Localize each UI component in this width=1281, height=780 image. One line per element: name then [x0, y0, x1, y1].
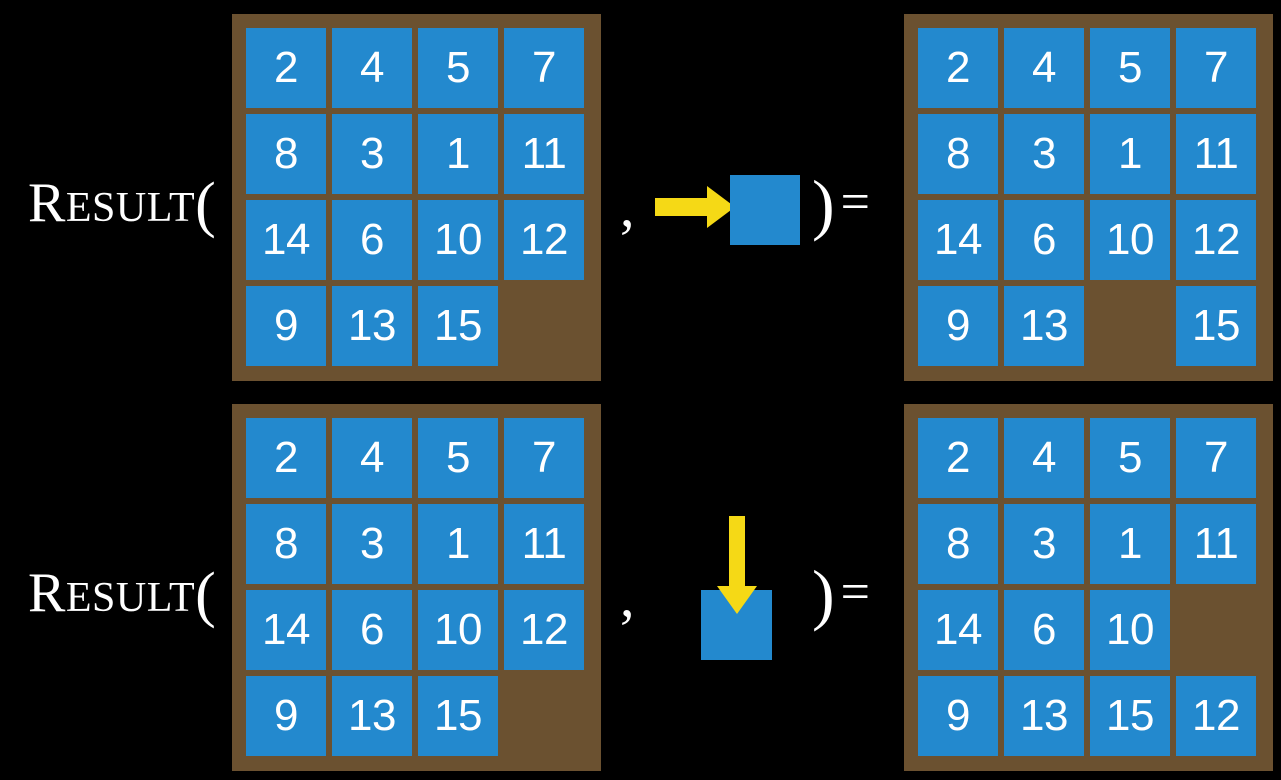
- input-board-row-1[interactable]: 2 4 5 7 8 3 1 11 14 6 10 12 9 13 15: [232, 14, 601, 381]
- open-paren-row-2: (: [195, 561, 217, 629]
- empty-slot[interactable]: [504, 286, 584, 366]
- empty-slot[interactable]: [1090, 286, 1170, 366]
- tile[interactable]: 15: [1176, 286, 1256, 366]
- tile[interactable]: 14: [246, 590, 326, 670]
- tile[interactable]: 10: [1090, 590, 1170, 670]
- tile[interactable]: 9: [918, 676, 998, 756]
- comma-row-2: ,: [620, 564, 635, 629]
- result-label-smallcaps-row-1: ESULT: [65, 185, 196, 231]
- tile[interactable]: 3: [332, 504, 412, 584]
- tile[interactable]: 2: [246, 28, 326, 108]
- tile[interactable]: 4: [332, 418, 412, 498]
- tile[interactable]: 7: [1176, 28, 1256, 108]
- tile[interactable]: 7: [504, 418, 584, 498]
- close-paren-equals-row-2: )=: [812, 560, 870, 628]
- tile[interactable]: 12: [1176, 200, 1256, 280]
- tile[interactable]: 7: [1176, 418, 1256, 498]
- tile[interactable]: 14: [918, 590, 998, 670]
- tile[interactable]: 10: [1090, 200, 1170, 280]
- tile[interactable]: 11: [1176, 504, 1256, 584]
- tile[interactable]: 13: [1004, 286, 1084, 366]
- tile[interactable]: 13: [332, 676, 412, 756]
- result-label-smallcaps-row-2: ESULT: [65, 575, 196, 621]
- tile[interactable]: 7: [504, 28, 584, 108]
- close-paren-row-2: ): [812, 556, 835, 632]
- tile[interactable]: 9: [918, 286, 998, 366]
- tile[interactable]: 5: [1090, 28, 1170, 108]
- tile[interactable]: 15: [1090, 676, 1170, 756]
- blank-tile-row-1[interactable]: [730, 175, 800, 245]
- tile[interactable]: 9: [246, 286, 326, 366]
- tile[interactable]: 3: [332, 114, 412, 194]
- tile[interactable]: 6: [1004, 590, 1084, 670]
- tile[interactable]: 2: [918, 28, 998, 108]
- tile[interactable]: 6: [332, 590, 412, 670]
- result-label-capital-row-1: R: [28, 172, 66, 234]
- tile[interactable]: 9: [246, 676, 326, 756]
- tile[interactable]: 6: [332, 200, 412, 280]
- tile[interactable]: 10: [418, 590, 498, 670]
- tile[interactable]: 12: [504, 200, 584, 280]
- tile[interactable]: 4: [1004, 28, 1084, 108]
- equals-sign-row-1: =: [840, 174, 870, 231]
- empty-slot[interactable]: [504, 676, 584, 756]
- tile[interactable]: 1: [1090, 114, 1170, 194]
- tile[interactable]: 3: [1004, 114, 1084, 194]
- tile[interactable]: 14: [918, 200, 998, 280]
- tile[interactable]: 12: [504, 590, 584, 670]
- comma-row-1: ,: [620, 174, 635, 239]
- tile[interactable]: 4: [1004, 418, 1084, 498]
- result-label-row-2: RESULT(: [28, 560, 216, 626]
- tile[interactable]: 10: [418, 200, 498, 280]
- open-paren-row-1: (: [195, 171, 217, 239]
- tile[interactable]: 5: [418, 418, 498, 498]
- tile[interactable]: 3: [1004, 504, 1084, 584]
- close-paren-row-1: ): [812, 166, 835, 242]
- tile[interactable]: 8: [918, 114, 998, 194]
- tile[interactable]: 12: [1176, 676, 1256, 756]
- input-board-row-2[interactable]: 2 4 5 7 8 3 1 11 14 6 10 12 9 13 15: [232, 404, 601, 771]
- right-arrow-row-1: [655, 186, 735, 228]
- tile[interactable]: 8: [918, 504, 998, 584]
- empty-slot[interactable]: [1176, 590, 1256, 670]
- tile[interactable]: 6: [1004, 200, 1084, 280]
- tile[interactable]: 13: [332, 286, 412, 366]
- tile[interactable]: 1: [418, 114, 498, 194]
- tile[interactable]: 5: [418, 28, 498, 108]
- tile[interactable]: 13: [1004, 676, 1084, 756]
- tile[interactable]: 11: [504, 504, 584, 584]
- result-label-capital-row-2: R: [28, 562, 66, 624]
- tile[interactable]: 8: [246, 504, 326, 584]
- tile[interactable]: 4: [332, 28, 412, 108]
- down-arrow-row-2: [717, 516, 757, 614]
- tile[interactable]: 11: [504, 114, 584, 194]
- tile[interactable]: 1: [1090, 504, 1170, 584]
- equals-sign-row-2: =: [840, 564, 870, 621]
- result-label-row-1: RESULT(: [28, 170, 216, 236]
- tile[interactable]: 2: [918, 418, 998, 498]
- tile[interactable]: 1: [418, 504, 498, 584]
- tile[interactable]: 11: [1176, 114, 1256, 194]
- close-paren-equals-row-1: )=: [812, 170, 870, 238]
- tile[interactable]: 2: [246, 418, 326, 498]
- tile[interactable]: 8: [246, 114, 326, 194]
- tile[interactable]: 15: [418, 286, 498, 366]
- output-board-row-2[interactable]: 2 4 5 7 8 3 1 11 14 6 10 9 13 15 12: [904, 404, 1273, 771]
- output-board-row-1[interactable]: 2 4 5 7 8 3 1 11 14 6 10 12 9 13 15: [904, 14, 1273, 381]
- tile[interactable]: 14: [246, 200, 326, 280]
- tile[interactable]: 15: [418, 676, 498, 756]
- tile[interactable]: 5: [1090, 418, 1170, 498]
